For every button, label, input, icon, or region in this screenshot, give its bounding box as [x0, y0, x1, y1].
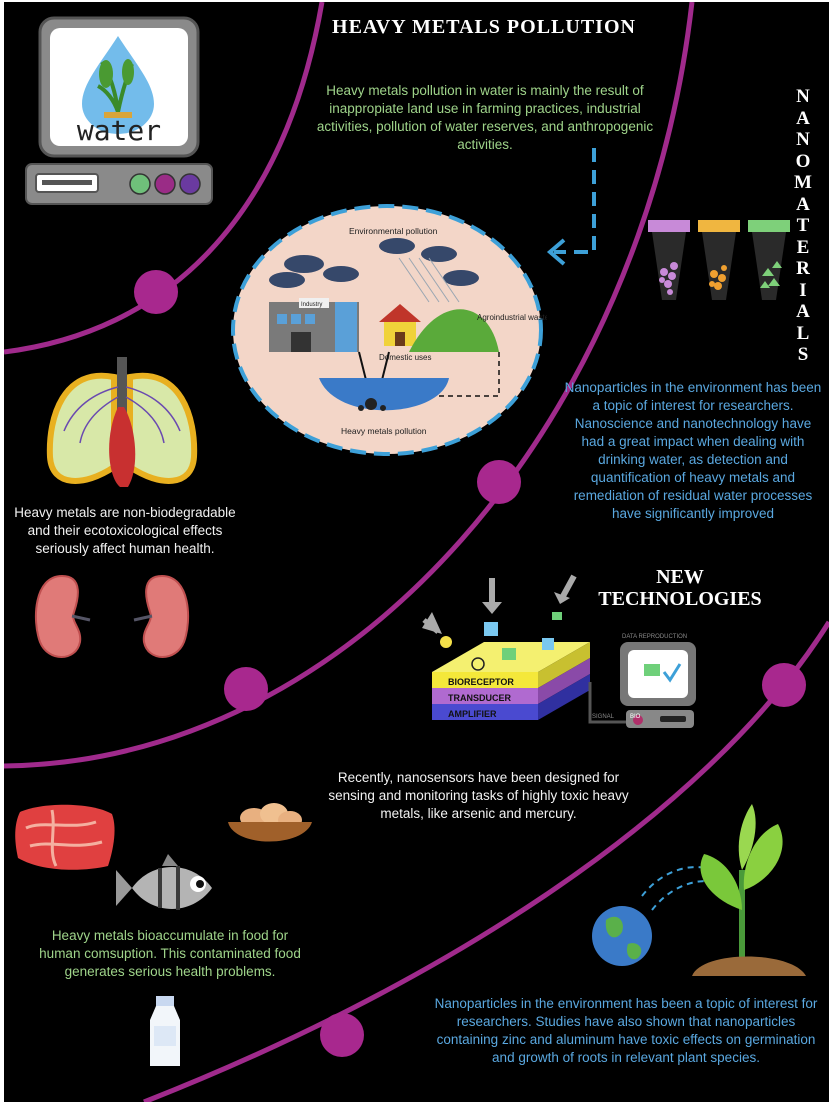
data-reproduction-label: DATA REPRODUCTION [622, 634, 687, 640]
label-heavy-metals-pollution: Heavy metals pollution [341, 426, 427, 436]
intro-text: Heavy metals pollution in water is mainl… [316, 83, 654, 152]
nanosensor-device: BIORECEPTOR TRANSDUCER AMPLIFIER SIGNAL … [422, 574, 696, 728]
water-computer-logo: water [25, 16, 213, 205]
infographic-poster: water HEAVY METALS POLLUTION Heavy metal… [4, 2, 829, 1102]
food-text: Heavy metals bioaccumulate in food for h… [39, 928, 301, 979]
dot-3 [224, 667, 268, 711]
nano-letter: A [796, 107, 810, 129]
health-text: Heavy metals are non-biodegradable and t… [14, 505, 236, 556]
curve-2 [4, 2, 695, 769]
dashed-arrow [546, 148, 596, 266]
bioreceptor-label: BIORECEPTOR [448, 677, 514, 687]
bio-label: BIO [630, 714, 641, 720]
label-domestic-uses: Domestic uses [379, 353, 431, 362]
new-technologies-title: NEW TECHNOLOGIES [590, 566, 770, 610]
water-logo-text: water [77, 114, 161, 147]
nano-letter: L [796, 322, 810, 344]
background-curves [4, 2, 829, 1102]
nano-letter: N [796, 86, 810, 107]
milk-bottle-icon [150, 996, 180, 1066]
dot-1 [134, 270, 178, 314]
label-industry: Industry [301, 302, 322, 308]
new-technologies-line: TECHNOLOGIES [598, 588, 762, 610]
nano-letter: A [796, 301, 810, 322]
lungs-icon [46, 357, 198, 487]
amplifier-label: AMPLIFIER [448, 709, 497, 719]
pollution-diagram: Environmental pollution Industry Agroind… [231, 204, 547, 456]
nano-letter: S [797, 344, 809, 365]
transducer-label: TRANSDUCER [448, 693, 512, 703]
dot-2 [477, 460, 521, 504]
fish-icon [116, 854, 212, 910]
kidneys-icon [34, 574, 190, 658]
curve-3 [143, 620, 829, 1102]
nanoparticles-text-2: Nanoparticles in the environment has bee… [434, 996, 818, 1065]
label-agroindustrial-waste: Agroindustrial waste [477, 313, 547, 322]
signal-label: SIGNAL [592, 714, 615, 720]
nanomaterial-tubes-icon [648, 220, 790, 300]
nano-letter: I [799, 279, 807, 301]
dot-4 [762, 663, 806, 707]
curve-1 [4, 2, 325, 355]
nano-letter: N [796, 129, 810, 150]
nanomaterials-vertical-title: N A N O M A T E R I A L S [790, 86, 816, 366]
nano-letter: T [796, 215, 810, 236]
new-technologies-line: NEW [656, 566, 704, 588]
nano-letter: O [795, 150, 811, 172]
page-title: HEAVY METALS POLLUTION [332, 16, 636, 38]
nanoparticles-text-1: Nanoparticles in the environment has bee… [564, 380, 822, 521]
meat-icon [15, 804, 115, 870]
nano-letter: E [796, 236, 810, 258]
globe-plant-icon [592, 804, 806, 976]
dot-5 [320, 1013, 364, 1057]
nano-letter: R [796, 258, 810, 279]
eggs-nest-icon [228, 803, 312, 842]
nano-letter: A [796, 193, 810, 215]
nano-letter: M [794, 172, 812, 193]
nanosensors-text: Recently, nanosensors have been designed… [328, 770, 629, 821]
label-environmental-pollution: Environmental pollution [349, 226, 438, 236]
